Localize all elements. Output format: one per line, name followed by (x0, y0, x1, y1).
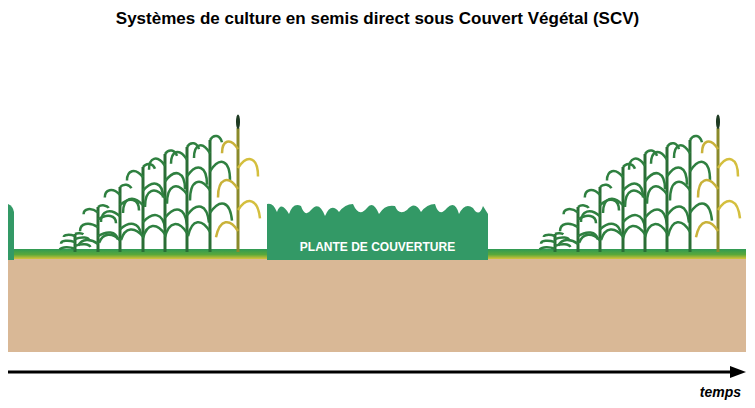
axis-label: temps (700, 384, 741, 400)
cover-crop-band: PLANTE DE COUVERTURE (267, 200, 488, 260)
diagram-title: Systèmes de culture en semis direct sous… (0, 9, 755, 29)
cover-crop-fill (267, 204, 488, 260)
node-label: PLANTE DE COUVERTURE (267, 240, 488, 254)
